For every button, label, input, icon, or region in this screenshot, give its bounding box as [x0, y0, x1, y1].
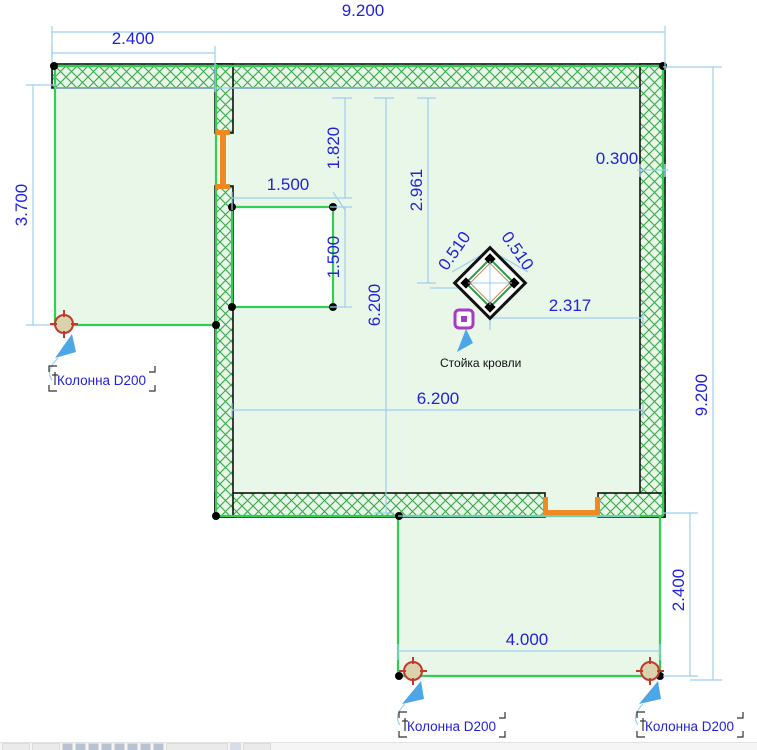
annotation-column-left-label: Колонна D200 — [57, 373, 146, 388]
taskbar-button[interactable] — [127, 742, 138, 750]
taskbar-button[interactable] — [2, 742, 30, 750]
leader-line-column-bl — [396, 703, 406, 726]
slab-outlines — [53, 64, 665, 678]
dimension-text-2317: 2.317 — [549, 296, 592, 315]
taskbar-button[interactable] — [62, 742, 73, 750]
column-markers[interactable] — [50, 310, 664, 685]
dimension-text-left-overall: 3.700 — [12, 184, 31, 227]
node-left-wing-inner[interactable] — [212, 321, 220, 329]
dimension-text-6200-horizontal: 6.200 — [417, 389, 460, 408]
dimension-text-2961: 2.961 — [407, 169, 426, 212]
dimension-text-bottom-bay: 2.400 — [669, 569, 688, 612]
taskbar-button[interactable] — [166, 742, 228, 750]
slab-fills — [55, 67, 662, 676]
taskbar-button[interactable] — [230, 742, 241, 750]
annotation-column-bl-label: Колонна D200 — [407, 719, 496, 734]
label-bbox-column-br — [636, 711, 744, 738]
leader-line-column-left — [48, 357, 59, 381]
taskbar-button[interactable] — [32, 742, 60, 750]
taskbar-button[interactable] — [88, 742, 99, 750]
dimension-text-room-height: 1.500 — [324, 236, 343, 279]
wall-top[interactable] — [51, 63, 666, 89]
pointer-arrow-icon-roof-post[interactable] — [457, 329, 473, 352]
taskbar-button[interactable] — [243, 742, 271, 750]
dimension-text-0300: 0.300 — [596, 149, 639, 168]
door-jamb-left[interactable] — [543, 497, 548, 515]
annotation-column-br-label: Колонна D200 — [645, 719, 734, 734]
column-marker-bottom-left[interactable] — [399, 657, 427, 685]
post-crosshair — [468, 261, 512, 305]
door-jamb-top[interactable] — [216, 130, 230, 135]
door-openings[interactable] — [216, 130, 600, 515]
column-node-icon[interactable] — [640, 661, 660, 681]
dimension-text-top-overall: 9.200 — [342, 1, 385, 20]
column-marker-left[interactable] — [50, 310, 78, 338]
taskbar[interactable] — [0, 742, 757, 750]
taskbar-button[interactable] — [114, 742, 125, 750]
wall-assembly[interactable] — [51, 63, 666, 518]
column-node-icon[interactable] — [403, 661, 423, 681]
dimension-text-right-overall: 9.200 — [692, 374, 711, 417]
taskbar-button[interactable] — [101, 742, 112, 750]
dimension-lines — [26, 26, 722, 681]
node-top-right[interactable] — [659, 62, 667, 70]
column-marker-bottom-right[interactable] — [636, 657, 664, 685]
taskbar-button[interactable] — [153, 742, 164, 750]
column-node-icon[interactable] — [54, 314, 74, 334]
wall-interior-lower[interactable] — [214, 185, 234, 518]
door-jamb-bottom[interactable] — [216, 184, 230, 189]
post-core-square — [469, 262, 511, 304]
leader-line-column-br — [634, 703, 644, 726]
slab-edge-lower — [396, 516, 662, 678]
wall-bottom-right[interactable] — [597, 492, 666, 518]
pointer-arrow-icon-column-left[interactable] — [55, 334, 76, 358]
label-bbox-column-bl — [398, 711, 506, 738]
annotation-roof-post-label: Стойка кровли — [440, 356, 521, 370]
dimension-text-room-width: 1.500 — [267, 175, 310, 194]
node-lower-bl[interactable] — [395, 672, 403, 680]
node-room-bl[interactable] — [228, 303, 236, 311]
taskbar-button[interactable] — [140, 742, 151, 750]
pointer-arrow-icon-column-bl[interactable] — [402, 681, 424, 704]
dimension-text-top-bay: 2.400 — [112, 29, 155, 48]
post-inner-square — [464, 257, 516, 309]
pointer-arrow-icon-column-br[interactable] — [639, 681, 661, 704]
label-bbox-column-left — [48, 365, 156, 392]
wall-interior-upper-stub[interactable] — [214, 63, 234, 134]
slab-edge-room — [230, 205, 335, 309]
slab-lower — [398, 516, 660, 676]
dimension-text-1820: 1.820 — [324, 127, 343, 170]
wall-right[interactable] — [639, 63, 666, 518]
roof-post-icon-core — [461, 316, 467, 322]
door-opening-bottom[interactable] — [545, 510, 599, 515]
slab-cutout-left — [55, 325, 215, 517]
annotation-leaders[interactable]: Стойка кровли Колонна D200 — [48, 329, 744, 738]
dimension-text-4000: 4.000 — [506, 630, 549, 649]
dimension-texts: 9.200 2.400 3.700 1.500 1.500 1.820 6.20… — [12, 1, 711, 649]
door-jamb-right[interactable] — [595, 497, 600, 515]
node-bottom-interior[interactable] — [212, 512, 220, 520]
node-top-left[interactable] — [50, 62, 58, 70]
dimension-text-6200-vertical: 6.200 — [365, 284, 384, 327]
roof-post-icon[interactable] — [453, 308, 475, 330]
interior-room-void — [232, 207, 333, 307]
door-opening-interior[interactable] — [220, 133, 226, 186]
taskbar-button[interactable] — [75, 742, 86, 750]
